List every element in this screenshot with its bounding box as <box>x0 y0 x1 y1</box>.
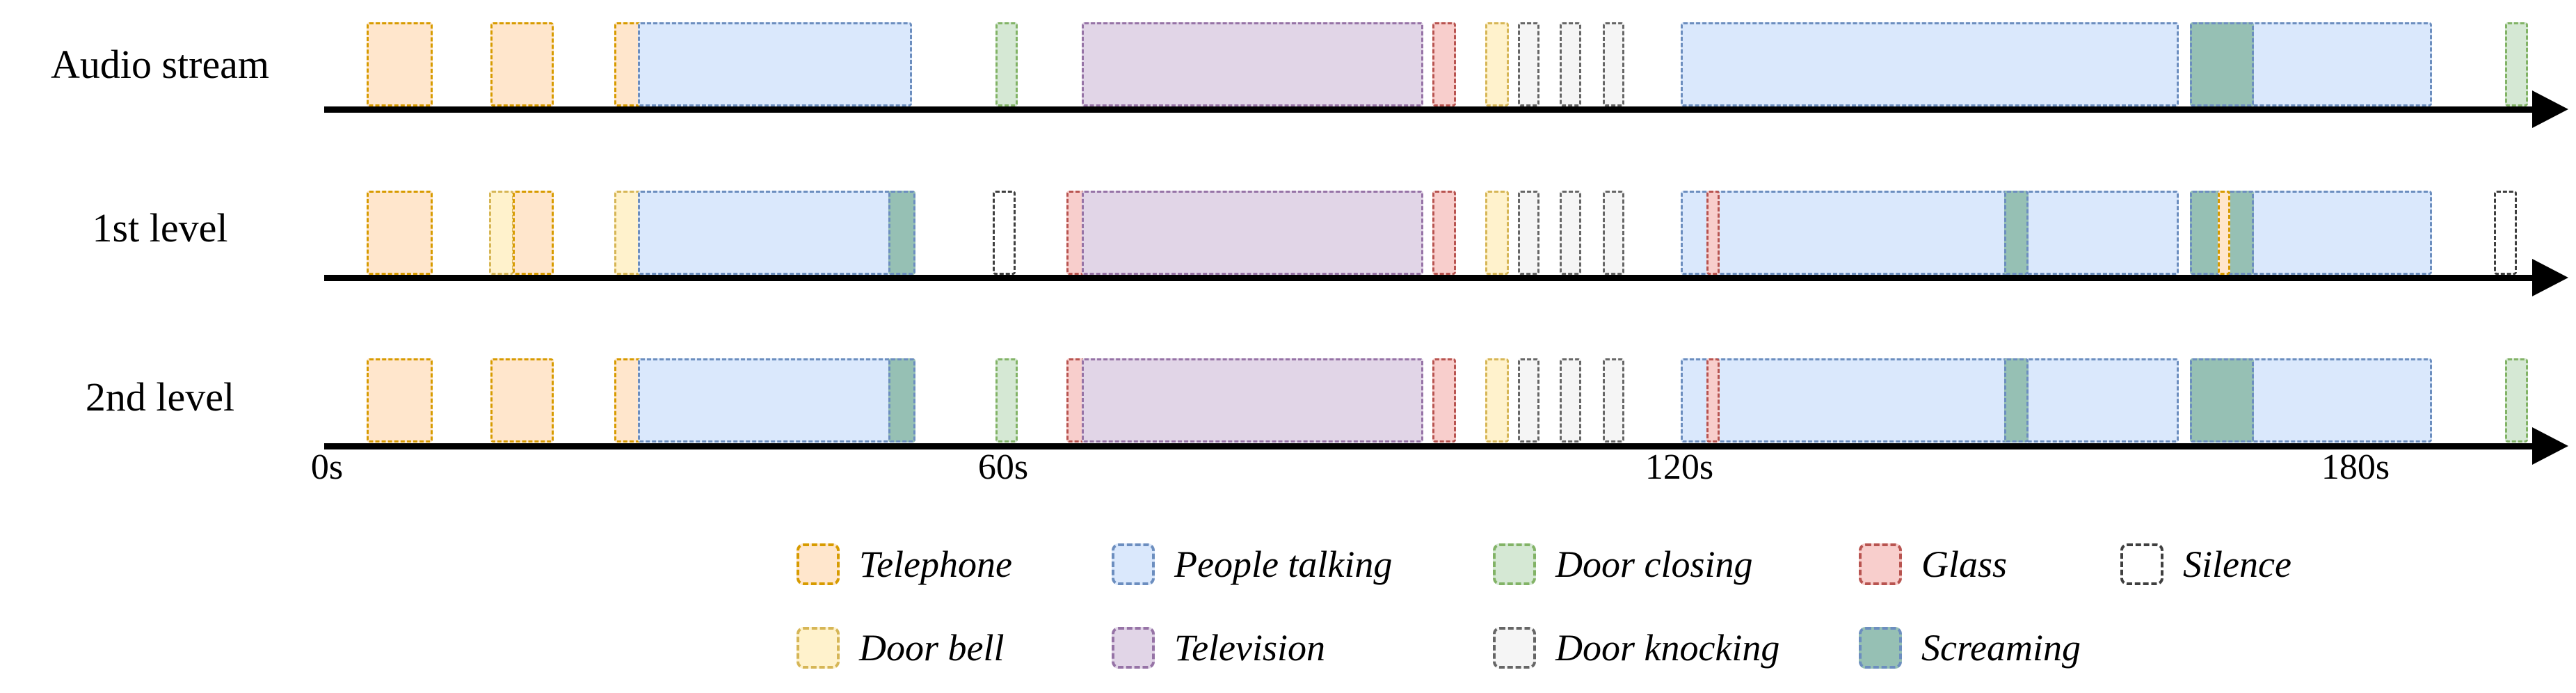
segment-door_knocking <box>1560 22 1582 106</box>
timeline-axis-line <box>324 106 2532 113</box>
track-label-2: 1st level <box>92 205 228 250</box>
segment-glass <box>1706 191 1720 275</box>
timeline-arrowhead-icon <box>2532 427 2568 465</box>
segment-screaming <box>2003 358 2029 443</box>
axis-tick-label-0s: 0s <box>310 447 344 487</box>
legend-label-glass: Glass <box>1921 543 2008 585</box>
segment-people_talking <box>1680 191 2179 275</box>
legend-label-telephone: Telephone <box>859 543 1012 585</box>
segment-telephone <box>366 191 433 275</box>
legend-item-glass: Glass <box>1859 543 2007 586</box>
track-label-1: Audio stream <box>50 42 270 87</box>
legend-swatch-silence <box>2120 543 2163 585</box>
segment-door_knocking <box>1560 191 1582 275</box>
segment-silence <box>2494 191 2517 275</box>
legend-swatch-door_bell <box>797 627 840 669</box>
segment-door_closing <box>2505 22 2528 106</box>
segment-screaming <box>2189 22 2255 106</box>
segment-door_knocking <box>1518 191 1540 275</box>
segment-people_talking <box>638 358 915 443</box>
segment-glass <box>1432 191 1457 275</box>
segment-screaming <box>2189 358 2255 443</box>
segment-door_closing <box>995 358 1018 443</box>
legend-swatch-door_knocking <box>1493 627 1536 669</box>
legend-label-door_bell: Door bell <box>859 627 1005 669</box>
timeline-axis-line <box>324 275 2532 281</box>
segment-telephone <box>2218 191 2231 275</box>
segment-door_knocking <box>1518 22 1540 106</box>
segment-people_talking <box>638 191 915 275</box>
segment-telephone <box>490 22 554 106</box>
legend-label-door_knocking: Door knocking <box>1555 627 1780 669</box>
segment-people_talking <box>1680 358 2179 443</box>
timeline-arrowhead-icon <box>2532 90 2568 128</box>
segment-telephone <box>513 191 554 275</box>
axis-tick-label-120s: 120s <box>1645 447 1714 487</box>
segment-door_bell <box>489 191 514 275</box>
segment-glass <box>1066 358 1085 443</box>
segment-door_knocking <box>1602 358 1624 443</box>
legend-item-silence: Silence <box>2120 543 2291 586</box>
segment-door_closing <box>995 22 1018 106</box>
legend-item-door_knocking: Door knocking <box>1493 626 1779 669</box>
segment-door_closing <box>2505 358 2528 443</box>
segment-glass <box>1432 22 1457 106</box>
segment-door_bell <box>614 191 643 275</box>
segment-door_knocking <box>1602 22 1624 106</box>
segment-people_talking <box>1680 22 2179 106</box>
segment-door_bell <box>1485 358 1510 443</box>
segment-door_bell <box>1485 22 1510 106</box>
segment-door_knocking <box>1518 358 1540 443</box>
legend-swatch-door_closing <box>1493 543 1536 585</box>
legend-swatch-glass <box>1859 543 1902 585</box>
segment-silence <box>993 191 1016 275</box>
legend-label-television: Television <box>1174 627 1326 669</box>
legend-swatch-television <box>1112 627 1155 669</box>
legend-label-door_closing: Door closing <box>1555 543 1753 585</box>
segment-screaming <box>888 358 915 443</box>
segment-television <box>1082 22 1424 106</box>
segment-glass <box>1432 358 1457 443</box>
segment-screaming <box>2003 191 2029 275</box>
legend-label-people_talking: People talking <box>1174 543 1393 585</box>
legend-item-door_closing: Door closing <box>1493 543 1753 586</box>
legend-label-screaming: Screaming <box>1921 627 2081 669</box>
legend-item-television: Television <box>1112 626 1325 669</box>
segment-telephone <box>366 358 433 443</box>
legend-swatch-screaming <box>1859 627 1902 669</box>
segment-people_talking <box>638 22 912 106</box>
timeline-arrowhead-icon <box>2532 259 2568 296</box>
legend-item-screaming: Screaming <box>1859 626 2081 669</box>
legend-swatch-telephone <box>797 543 840 585</box>
segment-door_bell <box>1485 191 1510 275</box>
axis-tick-label-180s: 180s <box>2321 447 2390 487</box>
segment-television <box>1082 358 1424 443</box>
segment-telephone <box>490 358 554 443</box>
segment-television <box>1082 191 1424 275</box>
track-label-3: 2nd level <box>85 374 235 420</box>
segment-screaming <box>888 191 915 275</box>
segment-door_knocking <box>1602 191 1624 275</box>
legend-swatch-people_talking <box>1112 543 1155 585</box>
legend-item-people_talking: People talking <box>1112 543 1392 586</box>
timeline-axis-line <box>324 443 2532 449</box>
segment-door_knocking <box>1560 358 1582 443</box>
legend-item-door_bell: Door bell <box>797 626 1005 669</box>
segment-glass <box>1706 358 1720 443</box>
legend-item-telephone: Telephone <box>797 543 1012 586</box>
legend-label-silence: Silence <box>2183 543 2291 585</box>
axis-tick-label-60s: 60s <box>977 447 1029 487</box>
segment-telephone <box>366 22 433 106</box>
